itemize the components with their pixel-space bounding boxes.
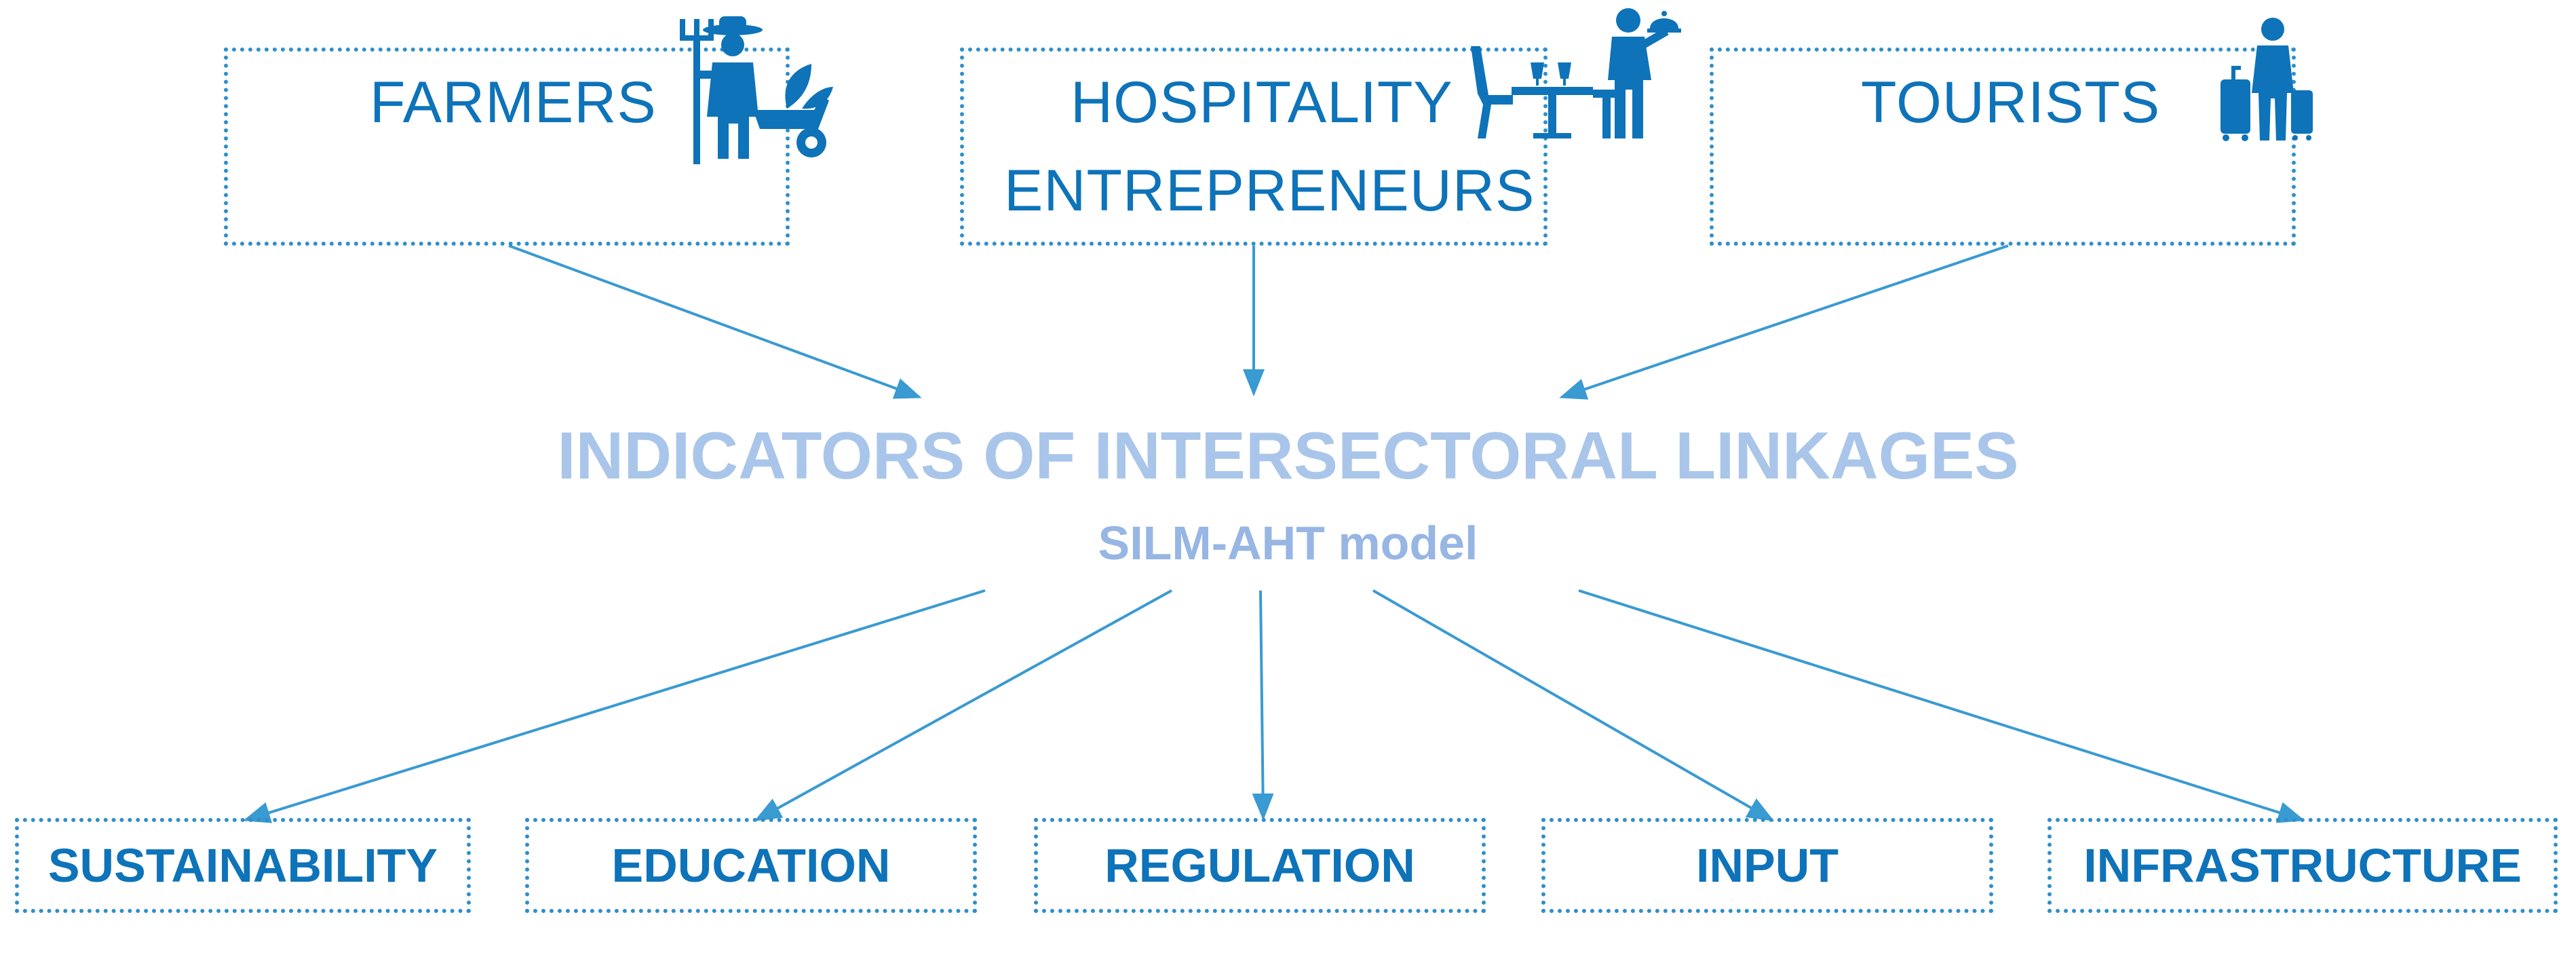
indicator-box-infrastructure: INFRASTRUCTURE	[2048, 818, 2558, 913]
tourists-label: TOURISTS	[1861, 70, 2161, 135]
arrow-tourists-to-center	[1559, 244, 2009, 400]
indicator-box-sustainability: SUSTAINABILITY	[15, 818, 471, 913]
arrow-center-to-infrastructure	[1578, 589, 2305, 823]
arrow-farmers-to-center	[508, 244, 922, 399]
indicator-box-input: INPUT	[1541, 818, 1993, 913]
indicator-box-regulation: REGULATION	[1034, 818, 1486, 913]
arrow-center-to-regulation	[1252, 590, 1274, 821]
arrow-center-to-input	[1372, 589, 1775, 821]
farmer-icon	[680, 16, 833, 164]
hospitality-label-line1: HOSPITALITY	[1071, 70, 1453, 135]
hospitality-label-line2: ENTREPRENEURS	[1004, 158, 1535, 223]
tourist-luggage-icon	[2221, 18, 2313, 141]
center-subtitle: SILM-AHT model	[1098, 517, 1478, 569]
indicator-label: SUSTAINABILITY	[47, 839, 438, 892]
hospitality-box	[960, 48, 1547, 246]
farmers-label: FARMERS	[370, 70, 657, 135]
tourists-box	[1710, 48, 2296, 246]
indicator-label: INFRASTRUCTURE	[2083, 839, 2522, 892]
waiter-restaurant-icon	[1471, 8, 1681, 138]
farmers-box	[224, 48, 790, 246]
indicator-box-education: EDUCATION	[525, 818, 977, 913]
arrow-center-to-sustainability	[243, 589, 986, 823]
center-title: INDICATORS OF INTERSECTORAL LINKAGES	[557, 418, 2019, 493]
indicator-label: EDUCATION	[611, 839, 891, 892]
indicator-label: INPUT	[1696, 839, 1839, 892]
indicator-label: REGULATION	[1104, 839, 1415, 892]
arrow-center-to-education	[754, 589, 1172, 821]
